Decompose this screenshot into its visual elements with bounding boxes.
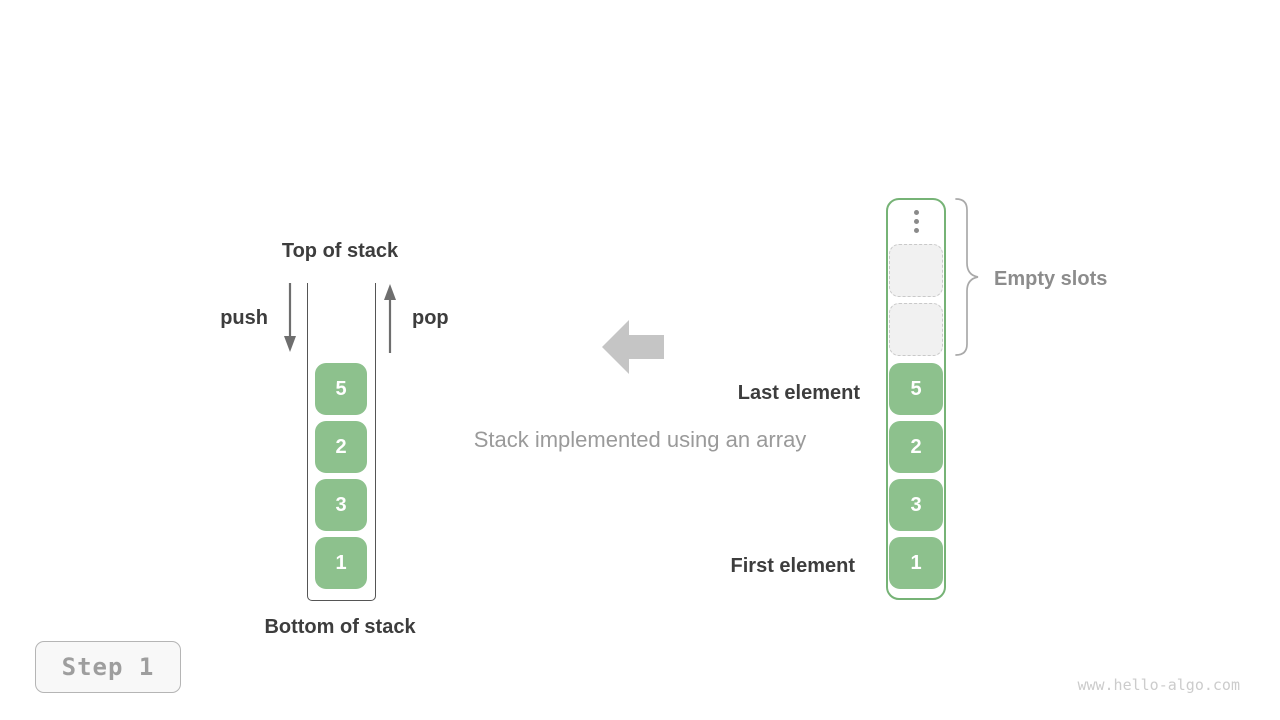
stack-item: 1 — [315, 537, 367, 589]
empty-slots-label: Empty slots — [994, 268, 1108, 290]
array-item: 1 — [889, 537, 943, 589]
top-of-stack-label: Top of stack — [281, 240, 399, 262]
right-curly-brace-icon — [955, 198, 979, 356]
down-arrow-icon — [284, 283, 296, 352]
array-item: 3 — [889, 479, 943, 531]
vertical-ellipsis-icon — [904, 210, 928, 233]
diagram-caption: Stack implemented using an array — [473, 427, 807, 452]
last-element-label: Last element — [737, 382, 860, 404]
stack-item: 2 — [315, 421, 367, 473]
step-badge-label: Step 1 — [61, 653, 155, 681]
push-label: push — [220, 307, 268, 329]
step-badge: Step 1 — [35, 641, 181, 693]
array-item: 2 — [889, 421, 943, 473]
stack-item: 5 — [315, 363, 367, 415]
array-item: 5 — [889, 363, 943, 415]
left-block-arrow-icon — [602, 320, 664, 374]
stack-item: 3 — [315, 479, 367, 531]
watermark: www.hello-algo.com — [1077, 676, 1240, 694]
empty-slot — [889, 244, 943, 297]
empty-slot — [889, 303, 943, 356]
up-arrow-icon — [384, 284, 396, 353]
bottom-of-stack-label: Bottom of stack — [264, 616, 416, 638]
pop-label: pop — [412, 307, 449, 329]
first-element-label: First element — [730, 555, 855, 577]
